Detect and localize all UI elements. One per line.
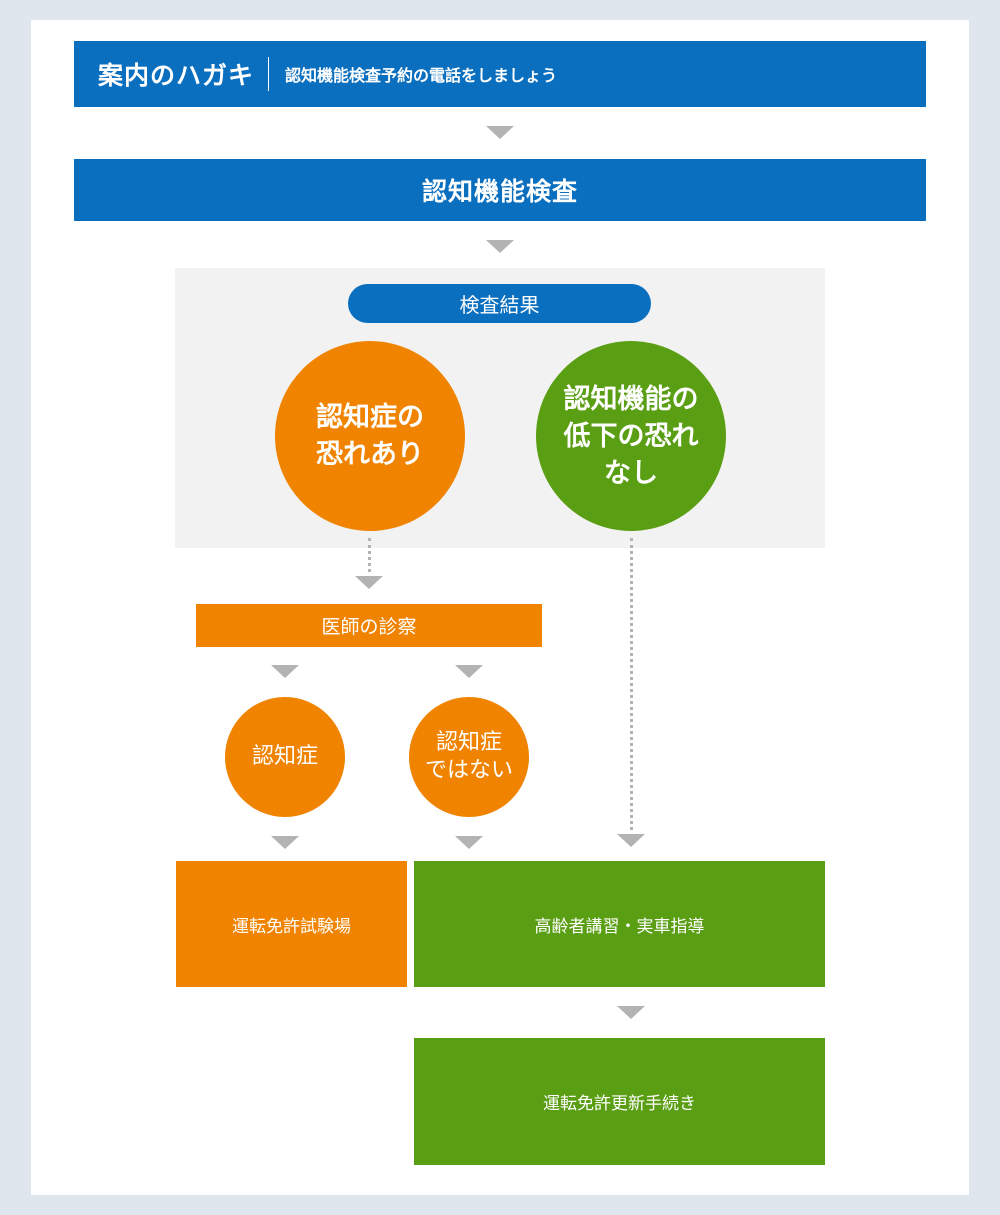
dotted-connector	[368, 538, 371, 572]
no-decline-risk-node: 認知機能の 低下の恐れ なし	[536, 341, 726, 531]
dementia-node: 認知症	[225, 697, 345, 817]
arrow-down-icon	[271, 665, 299, 678]
arrow-down-icon	[617, 1006, 645, 1019]
header-subtitle: 認知機能検査予約の電話をしましょう	[285, 66, 558, 85]
lecture-box: 高齢者講習・実車指導	[414, 861, 825, 987]
not-dementia-node: 認知症 ではない	[409, 697, 529, 817]
arrow-down-icon	[455, 836, 483, 849]
arrow-down-icon	[271, 836, 299, 849]
arrow-down-icon	[486, 240, 514, 253]
doctor-exam-step: 医師の診察	[196, 604, 542, 647]
dementia-risk-node: 認知症の 恐れあり	[275, 341, 465, 531]
postcard-header: 案内のハガキ 認知機能検査予約の電話をしましょう	[74, 41, 926, 107]
renewal-box: 運転免許更新手続き	[414, 1038, 825, 1165]
exam-step: 認知機能検査	[74, 159, 926, 221]
result-label: 検査結果	[348, 284, 651, 323]
header-divider	[268, 57, 270, 91]
arrow-down-icon	[617, 834, 645, 847]
arrow-down-icon	[486, 126, 514, 139]
arrow-down-icon	[355, 576, 383, 589]
test-center-box: 運転免許試験場	[176, 861, 407, 987]
arrow-down-icon	[455, 665, 483, 678]
header-title: 案内のハガキ	[98, 61, 255, 90]
dotted-connector	[630, 538, 633, 830]
